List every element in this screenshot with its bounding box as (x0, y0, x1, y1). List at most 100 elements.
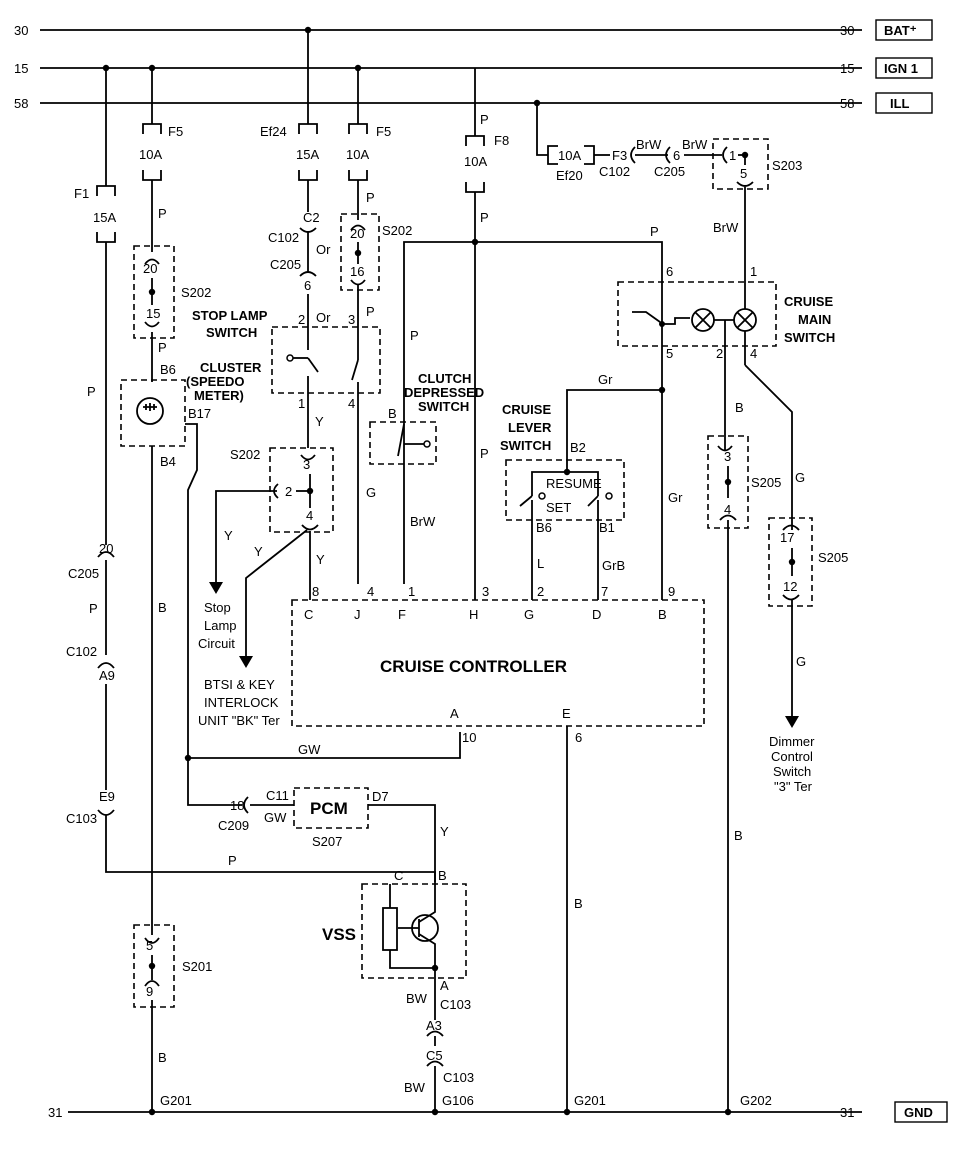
fuse-f1: F1 15A P (74, 68, 116, 545)
s201-bottom: 9 (146, 984, 153, 999)
c103-pin-c5: C5 (426, 1048, 443, 1063)
main-pin-4: 4 (750, 346, 757, 361)
fuse-f8-name: F8 (494, 133, 509, 148)
wire-color-p-s202b: P (366, 304, 375, 319)
s205a-top: 3 (724, 449, 731, 464)
splice-s202-lower: S202 3 2 4 Y Y Stop Lamp Circuit Y BTSI … (198, 447, 334, 728)
lever-pin-b1: B1 (599, 520, 615, 535)
s202a-name: S202 (181, 285, 211, 300)
s205b-name: S205 (818, 550, 848, 565)
c102-pin-c2: C2 (303, 210, 320, 225)
s203-bottom: 5 (740, 166, 747, 181)
ctrl-pin-d: D (592, 607, 601, 622)
wire-color-p-f1: P (87, 384, 96, 399)
ctrl-pin-b: B (658, 607, 667, 622)
ctrl-pin-g: G (524, 607, 534, 622)
wire-color-p-f5b: P (366, 190, 375, 205)
main-label-3: SWITCH (784, 330, 835, 345)
ctrl-pin-h: H (469, 607, 478, 622)
rail-ign-tag: IGN 1 (884, 61, 918, 76)
cruise-lever-switch: CRUISE LEVER SWITCH B2 RESUME SET B6 B1 … (500, 402, 625, 600)
splice-s201: 5 9 S201 B G201 (133, 924, 212, 1116)
ctrl-pin-num-g: 2 (537, 584, 544, 599)
rail-bat-tag: BAT⁺ (884, 23, 917, 38)
dimmer-note-3: Switch (773, 764, 811, 779)
ctrl-pin-num-a: 10 (462, 730, 476, 745)
wire-color-g-dimmer: G (795, 470, 805, 485)
fuse-f1-rating: 15A (93, 210, 116, 225)
wire-color-y-btsi: Y (254, 544, 263, 559)
wire-color-y-stop: Y (224, 528, 233, 543)
fuse-f5-left: F5 10A P (139, 68, 183, 252)
ctrl-pin-num-h: 3 (482, 584, 489, 599)
stop-lamp-pin-1: 1 (298, 396, 305, 411)
s202a-top: 20 (143, 261, 157, 276)
c103-pin-a3: A3 (426, 1018, 442, 1033)
cruise-main-switch: 6 1 5 2 4 CRUISE MAIN SWITCH Gr Gr G B (566, 264, 835, 600)
s202a-bottom: 15 (146, 306, 160, 321)
ground-g201-right: G201 (574, 1093, 606, 1108)
rail-bat-num-left: 30 (14, 23, 28, 38)
pcm-c11: C11 (266, 788, 289, 803)
btsi-note-3: UNIT "BK" Ter (198, 713, 280, 728)
c103-pin-e9: E9 (99, 789, 115, 804)
rail-ign-num-left: 15 (14, 61, 28, 76)
ground-g201-left: G201 (160, 1093, 192, 1108)
wire-color-gr-lever: Gr (598, 372, 613, 387)
stop-lamp-circuit-1: Stop (204, 600, 231, 615)
pcm-d7: D7 (372, 789, 389, 804)
s202c-top: 3 (303, 457, 310, 472)
c103-label-vss: C103 (440, 997, 471, 1012)
rail-ill-num-right: 58 (840, 96, 854, 111)
stop-lamp-switch: STOP LAMP SWITCH 2 3 1 Y 4 G (192, 308, 381, 584)
wire-color-p-main: P (650, 224, 659, 239)
fuse-f5b-name: F5 (376, 124, 391, 139)
wire-color-bw-vss2: BW (404, 1080, 426, 1095)
cluster-label-3: METER) (194, 388, 244, 403)
dimmer-note-2: Control (771, 749, 813, 764)
rail-gnd-tag: GND (904, 1105, 933, 1120)
c102-pin-f3: F3 (612, 148, 627, 163)
clutch-label-2: DEPRESSED (404, 385, 484, 400)
s205a-name: S205 (751, 475, 781, 490)
fuse-f8-rating: 10A (464, 154, 487, 169)
clutch-label-1: CLUTCH (418, 371, 471, 386)
wire-color-y-vss: Y (440, 824, 449, 839)
lever-set: SET (546, 500, 571, 515)
ctrl-pin-j: J (354, 607, 361, 622)
wire-color-gw-ctrl: GW (298, 742, 321, 757)
lever-label-1: CRUISE (502, 402, 551, 417)
lever-pin-b2: B2 (570, 440, 586, 455)
main-pin-6: 6 (666, 264, 673, 279)
s205b-top: 17 (780, 530, 794, 545)
c102-label-ef20: C102 (599, 164, 630, 179)
main-pin-5: 5 (666, 346, 673, 361)
wire-color-or-1: Or (316, 242, 331, 257)
fuse-f8: P F8 10A P P P (464, 68, 663, 600)
vss-title: VSS (322, 925, 356, 944)
cluster-label-1: CLUSTER (200, 360, 262, 375)
ctrl-pin-num-f: 1 (408, 584, 415, 599)
wire-color-gr-ctrl: Gr (668, 490, 683, 505)
pcm-c209: C209 (218, 818, 249, 833)
splice-s202-right: 20 16 S202 P (340, 213, 412, 330)
dimmer-note-4: "3" Ter (774, 779, 813, 794)
connector-c205-left: 20 C205 P (68, 541, 115, 655)
fuse-ef20: 10A Ef20 F3 C102 BrW 6 C205 BrW (536, 103, 722, 183)
ctrl-pin-e: E (562, 706, 571, 721)
cruise-controller: CRUISE CONTROLLER 8 4 1 3 2 7 9 C J F H … (291, 584, 705, 1116)
lever-label-2: LEVER (508, 420, 552, 435)
fuse-ef24-name: Ef24 (260, 124, 287, 139)
dimmer-note-1: Dimmer (769, 734, 815, 749)
cluster-speedometer: CLUSTER (SPEEDO METER) B6 B17 B4 B GW (120, 360, 461, 935)
wire-color-y-stoplamp: Y (315, 414, 324, 429)
wire-color-p-f8-low: P (480, 446, 489, 461)
fuse-ef20-rating: 10A (558, 148, 581, 163)
fuse-ef20-name: Ef20 (556, 168, 583, 183)
s202b-top: 20 (350, 226, 364, 241)
wire-color-b-ctrl: B (574, 896, 583, 911)
wire-color-p-clutch: P (410, 328, 419, 343)
s202c-mid: 2 (285, 484, 292, 499)
s205b-bottom: 12 (783, 579, 797, 594)
ctrl-pin-num-b: 9 (668, 584, 675, 599)
